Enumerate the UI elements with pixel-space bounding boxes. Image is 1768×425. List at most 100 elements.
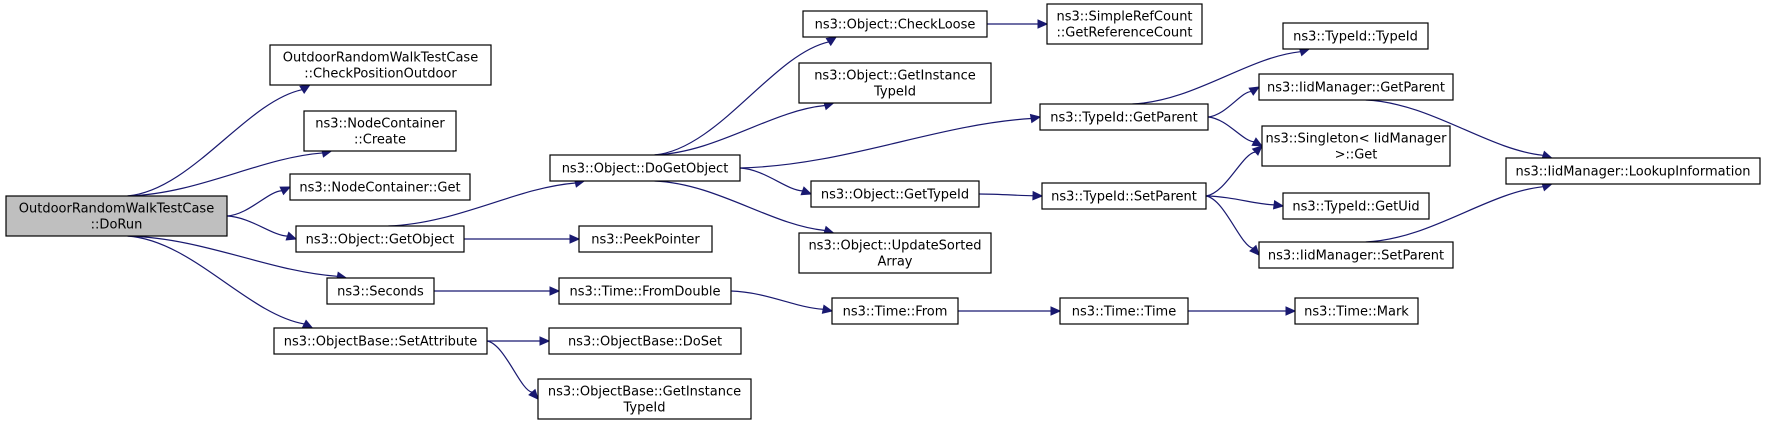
node-box: [831, 297, 959, 325]
node-box: [549, 154, 741, 182]
edge-line: [1207, 90, 1252, 118]
node-box: [558, 277, 732, 305]
node-box: [1258, 73, 1454, 101]
node-simplerefcount[interactable]: ns3::SimpleRefCount::GetReferenceCount: [1046, 3, 1203, 45]
edge-arrowhead: [800, 186, 813, 196]
node-label: ::CheckPositionOutdoor: [304, 67, 457, 82]
edge-arrowhead: [279, 186, 292, 196]
node-box: [810, 180, 980, 208]
edge-arrowhead: [1032, 190, 1044, 201]
edge-typeid-setparent-to-iidmanager-setparent: [1205, 195, 1260, 256]
node-box: [1039, 103, 1209, 131]
edge-object-gettypeid-to-typeid-setparent: [978, 190, 1044, 201]
edge-seconds-to-time-fromdouble: [433, 286, 561, 296]
edge-arrowhead: [1050, 306, 1062, 316]
edge-line: [1205, 195, 1275, 206]
edge-arrowhead: [299, 84, 311, 95]
node-objectbase-doset[interactable]: ns3::ObjectBase::DoSet: [548, 327, 742, 355]
node-typeid-setparent[interactable]: ns3::TypeId::SetParent: [1041, 182, 1207, 210]
node-iidmanager-lookupinformation[interactable]: ns3::IidManager::LookupInformation: [1505, 157, 1761, 185]
node-label: ns3::Time::From: [843, 305, 948, 320]
edge-line: [1205, 151, 1256, 197]
node-dorun[interactable]: OutdoorRandomWalkTestCase::DoRun: [5, 195, 228, 237]
edge-arrowhead: [1029, 113, 1042, 124]
node-box: [802, 10, 988, 38]
edge-arrowhead: [549, 286, 561, 296]
node-box: [1261, 125, 1451, 167]
node-object-gettypeid[interactable]: ns3::Object::GetTypeId: [810, 180, 980, 208]
edge-arrowhead: [1251, 145, 1263, 156]
node-time-mark[interactable]: ns3::Time::Mark: [1294, 297, 1419, 325]
node-nodecontainer-create[interactable]: ns3::NodeContainer::Create: [303, 110, 457, 152]
node-box: [1041, 182, 1207, 210]
node-objectbase-setattribute[interactable]: ns3::ObjectBase::SetAttribute: [273, 327, 488, 355]
edge-line: [654, 180, 825, 232]
edge-arrowhead: [539, 336, 551, 346]
node-label: TypeId: [873, 85, 916, 100]
edge-object-dogetobject-to-object-checkloose: [654, 36, 838, 156]
node-label: >::Get: [1335, 148, 1378, 163]
edge-line: [226, 190, 282, 217]
node-label: OutdoorRandomWalkTestCase: [19, 202, 214, 217]
node-label: ns3::Seconds: [337, 285, 424, 300]
node-seconds[interactable]: ns3::Seconds: [326, 277, 435, 305]
node-typeid-getuid[interactable]: ns3::TypeId::GetUid: [1282, 192, 1430, 220]
node-object-dogetobject[interactable]: ns3::Object::DoGetObject: [549, 154, 741, 182]
node-checkposition[interactable]: OutdoorRandomWalkTestCase::CheckPosition…: [269, 44, 492, 86]
node-label: ns3::TypeId::SetParent: [1051, 190, 1197, 205]
edge-object-checkloose-to-simplerefcount: [987, 19, 1049, 29]
node-box: [289, 173, 471, 201]
node-object-getobject[interactable]: ns3::Object::GetObject: [295, 225, 465, 253]
node-iidmanager-setparent[interactable]: ns3::IidManager::SetParent: [1258, 241, 1454, 269]
node-box: [326, 277, 435, 305]
node-label: ns3::Time::Time: [1072, 305, 1176, 320]
node-typeid-getparent[interactable]: ns3::TypeId::GetParent: [1039, 103, 1209, 131]
node-object-checkloose[interactable]: ns3::Object::CheckLoose: [802, 10, 988, 38]
edge-line: [654, 41, 829, 156]
node-box: [548, 327, 742, 355]
node-label: ns3::IidManager::SetParent: [1268, 249, 1444, 264]
edge-line: [127, 89, 303, 197]
node-label: ns3::Object::CheckLoose: [815, 18, 976, 33]
edge-arrowhead: [1251, 137, 1264, 147]
node-iidmanager-getparent[interactable]: ns3::IidManager::GetParent: [1258, 73, 1454, 101]
node-label: ns3::IidManager::GetParent: [1267, 81, 1445, 96]
node-box: [303, 110, 457, 152]
edge-line: [730, 290, 824, 310]
edge-arrowhead: [1249, 244, 1260, 256]
node-peekpointer[interactable]: ns3::PeekPointer: [578, 225, 713, 253]
node-label: ns3::TypeId::TypeId: [1293, 30, 1418, 45]
edge-arrowhead: [1272, 200, 1285, 210]
edge-line: [127, 235, 338, 277]
edge-line: [486, 340, 533, 393]
node-label: ns3::PeekPointer: [591, 233, 700, 248]
edge-line: [226, 215, 288, 237]
node-label: OutdoorRandomWalkTestCase: [283, 51, 478, 66]
node-label: TypeId: [623, 401, 666, 416]
node-typeid-typeid[interactable]: ns3::TypeId::TypeId: [1282, 22, 1429, 50]
node-label: ns3::TypeId::GetParent: [1050, 111, 1198, 126]
node-label: ns3::ObjectBase::GetInstance: [548, 385, 741, 400]
node-label: ns3::NodeContainer: [315, 117, 445, 132]
edge-line: [978, 193, 1034, 197]
edge-object-dogetobject-to-typeid-getparent: [739, 113, 1042, 169]
nodes-layer: OutdoorRandomWalkTestCase::DoRunOutdoorR…: [5, 3, 1761, 420]
node-label: ns3::Time::FromDouble: [570, 285, 721, 300]
edge-arrowhead: [528, 388, 539, 400]
node-time-from[interactable]: ns3::Time::From: [831, 297, 959, 325]
edge-time-time-to-time-mark: [1188, 306, 1297, 316]
node-time-fromdouble[interactable]: ns3::Time::FromDouble: [558, 277, 732, 305]
node-label: ns3::TypeId::GetUid: [1292, 200, 1419, 215]
edge-line: [388, 182, 576, 227]
node-singleton-get[interactable]: ns3::Singleton< IidManager>::Get: [1261, 125, 1451, 167]
node-time-time[interactable]: ns3::Time::Time: [1059, 297, 1189, 325]
edge-objectbase-setattribute-to-objectbase-doset: [486, 336, 551, 346]
edge-iidmanager-getparent-to-iidmanager-lookupinformation: [1365, 99, 1553, 160]
node-nodecontainer-get[interactable]: ns3::NodeContainer::Get: [289, 173, 471, 201]
edge-arrowhead: [569, 234, 581, 244]
node-box: [269, 44, 492, 86]
